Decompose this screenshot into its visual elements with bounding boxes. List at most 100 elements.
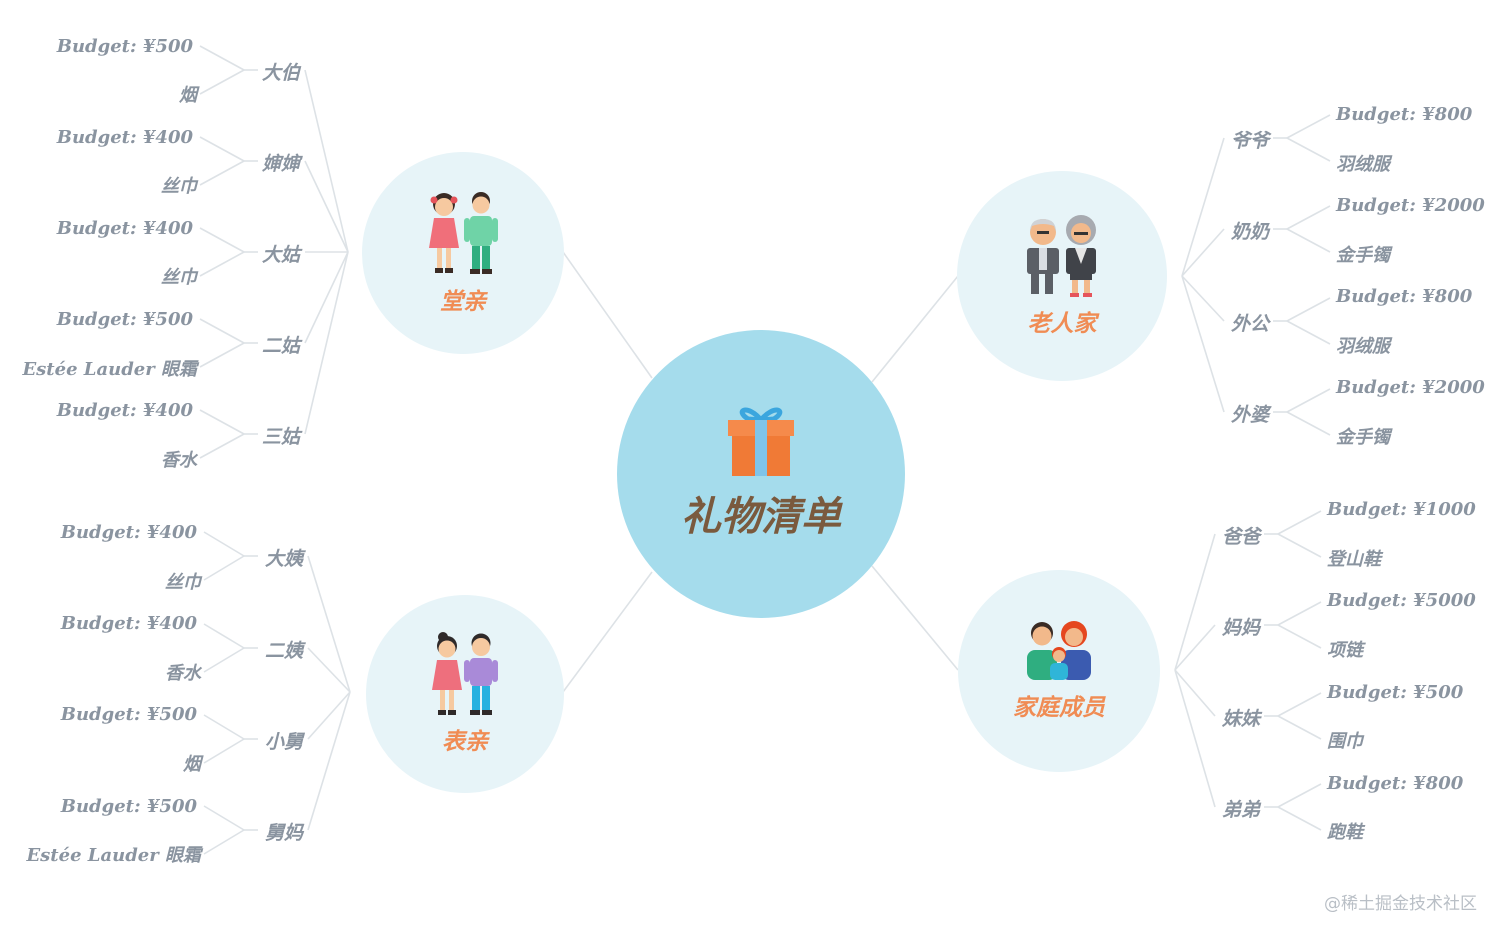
connector-line (203, 623, 245, 649)
member-budget: Budget: ¥2000 (1336, 195, 1485, 216)
member-name[interactable]: 爷爷 (1231, 130, 1270, 152)
member-name[interactable]: 三姑 (262, 426, 301, 448)
member-name[interactable]: 大姨 (265, 548, 304, 570)
connector-line (304, 251, 349, 344)
member-gift: 烟 (183, 754, 201, 775)
member-budget: Budget: ¥800 (1336, 286, 1473, 307)
member-gift: 丝巾 (161, 176, 197, 197)
member-budget: Budget: ¥400 (56, 127, 193, 148)
connector-line (199, 251, 245, 277)
member-budget: Budget: ¥2000 (1336, 377, 1485, 398)
connector-line (304, 69, 349, 253)
connector-line (1277, 692, 1322, 717)
member-name[interactable]: 妹妹 (1222, 708, 1261, 730)
connector-line (1286, 205, 1331, 230)
member-gift: 羽绒服 (1336, 154, 1390, 175)
member-name[interactable]: 二姨 (265, 640, 304, 662)
connector-line (1181, 228, 1225, 277)
connector-line (1277, 783, 1322, 808)
member-name[interactable]: 爸爸 (1222, 526, 1261, 548)
member-name[interactable]: 奶奶 (1231, 221, 1270, 243)
member-budget: Budget: ¥500 (56, 36, 193, 57)
member-name[interactable]: 二姑 (262, 335, 301, 357)
member-budget: Budget: ¥800 (1336, 104, 1473, 125)
member-name[interactable]: 婶婶 (262, 153, 301, 175)
connector-line (203, 647, 245, 673)
connector-line (1286, 388, 1331, 413)
family-icon (1027, 621, 1091, 680)
connector-line (1277, 533, 1322, 558)
connector-line (199, 136, 245, 162)
center-title: 礼物清单 (681, 494, 841, 540)
connector-line (199, 227, 245, 253)
member-gift: 登山鞋 (1327, 549, 1381, 570)
member-name[interactable]: 舅妈 (265, 822, 304, 844)
connector-line (1277, 715, 1322, 740)
connector-line (203, 805, 245, 831)
connector-line (199, 342, 245, 368)
connector-line (1286, 137, 1331, 162)
connector-line (871, 565, 959, 671)
member-gift: 丝巾 (161, 267, 197, 288)
gift-box-icon (728, 407, 794, 476)
member-name[interactable]: 妈妈 (1222, 617, 1261, 639)
connector-line (203, 738, 245, 764)
connector-line (562, 571, 653, 693)
connector-line (1277, 601, 1322, 626)
member-name[interactable]: 大伯 (262, 62, 301, 84)
grandparents-icon (1027, 215, 1096, 297)
connector-line (203, 829, 245, 855)
group-node-jiating[interactable]: 家庭成员 (958, 570, 1160, 772)
connector-line (1181, 275, 1225, 322)
connector-line (871, 275, 959, 383)
connector-line (199, 69, 245, 95)
member-gift: 跑鞋 (1327, 822, 1363, 843)
member-budget: Budget: ¥1000 (1327, 499, 1476, 520)
member-gift: 香水 (161, 450, 197, 471)
boy-girl-relatives-icon (432, 632, 498, 715)
connector-line (304, 251, 349, 435)
connector-line (1174, 533, 1216, 671)
group-node-biaoqin[interactable]: 表亲 (366, 595, 564, 793)
connector-line (199, 160, 245, 186)
connector-line (1181, 137, 1225, 277)
connector-line (1181, 275, 1225, 413)
connector-line (203, 714, 245, 740)
connector-line (1277, 510, 1322, 535)
member-budget: Budget: ¥5000 (1327, 590, 1476, 611)
connector-line (1277, 806, 1322, 831)
member-budget: Budget: ¥400 (60, 613, 197, 634)
watermark: @稀土掘金技术社区 (1324, 894, 1477, 914)
connector-line (1286, 228, 1331, 253)
connector-line (203, 531, 245, 557)
connector-line (1174, 669, 1216, 717)
member-gift: 香水 (165, 663, 201, 684)
center-node[interactable]: 礼物清单 (617, 330, 905, 618)
connector-line (307, 555, 351, 693)
connector-line (199, 45, 245, 71)
member-budget: Budget: ¥400 (56, 218, 193, 239)
group-node-laorenjia[interactable]: 老人家 (957, 171, 1167, 381)
member-gift: 围巾 (1327, 731, 1363, 752)
connector-line (1277, 624, 1322, 649)
group-node-tangqin[interactable]: 堂亲 (362, 152, 564, 354)
member-gift: 羽绒服 (1336, 336, 1390, 357)
member-budget: Budget: ¥500 (1327, 682, 1464, 703)
group-title-tangqin: 堂亲 (440, 289, 486, 315)
member-name[interactable]: 大姑 (262, 244, 301, 266)
connector-line (199, 318, 245, 344)
member-gift: 烟 (179, 85, 197, 106)
connector-line (1286, 320, 1331, 345)
connector-line (307, 691, 351, 740)
member-name[interactable]: 小舅 (265, 731, 304, 753)
member-name[interactable]: 外婆 (1231, 404, 1270, 426)
member-budget: Budget: ¥500 (56, 309, 193, 330)
member-gift: Estée Lauder 眼霜 (26, 845, 201, 866)
member-name[interactable]: 外公 (1231, 313, 1270, 335)
connector-line (307, 691, 351, 831)
member-gift: 项链 (1327, 640, 1363, 661)
member-budget: Budget: ¥800 (1327, 773, 1464, 794)
member-name[interactable]: 弟弟 (1222, 799, 1261, 821)
member-gift: 金手镯 (1336, 245, 1390, 266)
